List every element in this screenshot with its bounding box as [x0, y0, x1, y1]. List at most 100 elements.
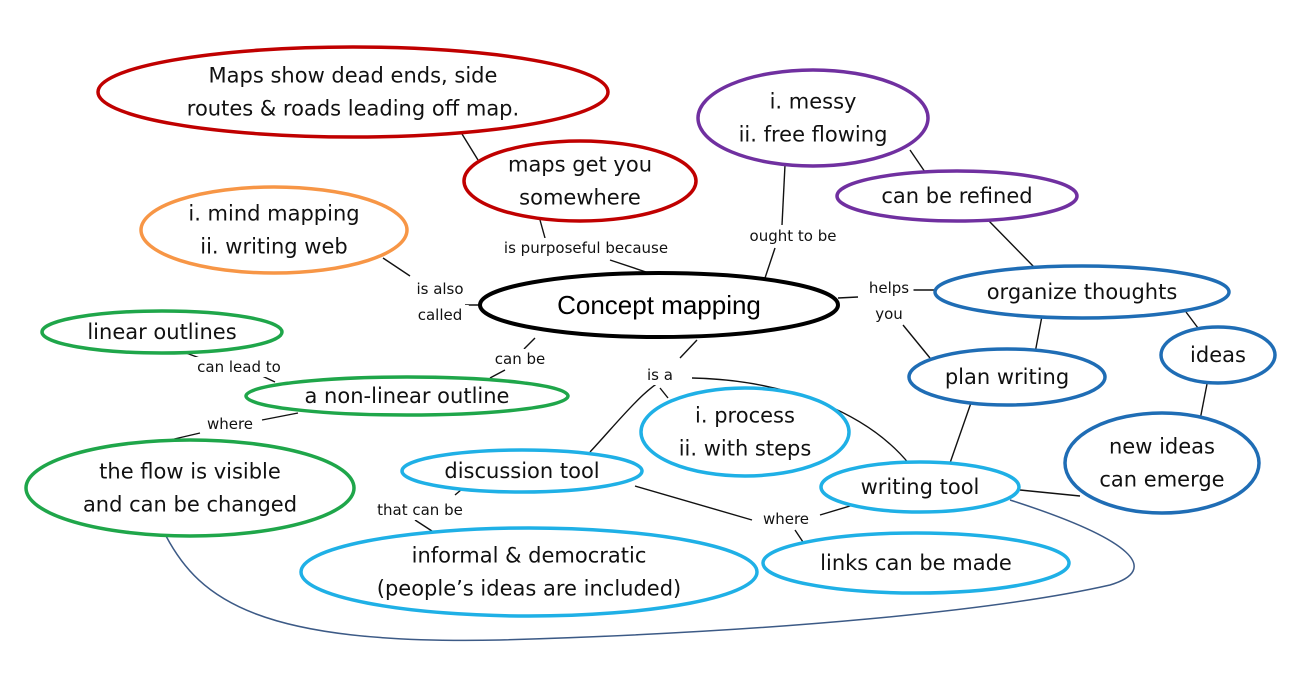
node-outline [819, 460, 1021, 514]
node-nonlinear: a non-linear outline [244, 375, 570, 417]
node-text-line: Concept mapping [557, 290, 761, 320]
connector-organize-plan [1034, 315, 1043, 354]
connector-mapsget-label [539, 219, 546, 239]
link-label-bg [492, 238, 680, 258]
node-outline [907, 347, 1107, 407]
node-text-line: and can be changed [83, 493, 297, 517]
node-text-line: ii. writing web [200, 235, 347, 259]
node-text-line: writing tool [861, 475, 980, 499]
node-organize: organize thoughts [933, 264, 1231, 320]
link-label-is-also-called: is also [416, 280, 463, 298]
link-label-bg [205, 414, 255, 434]
node-outline [696, 68, 930, 168]
node-refined: can be refined [835, 169, 1079, 223]
connector-central-isa [679, 339, 698, 359]
connector-messy-label [781, 164, 786, 226]
connector-curves [165, 499, 1135, 642]
link-label-where-bottom: where [763, 510, 809, 528]
link-label-bg [639, 365, 681, 385]
node-text-line: a non-linear outline [305, 384, 510, 408]
node-outline [244, 375, 570, 417]
node-outline [1063, 411, 1261, 515]
connector-central-helps [837, 296, 859, 299]
node-outline [478, 271, 840, 339]
node-text-line: links can be made [820, 551, 1012, 575]
node-new-ideas: new ideas can emerge [1063, 411, 1261, 515]
node-text-line: maps get you [508, 153, 652, 177]
node-text-line: Maps show dead ends, side [209, 64, 498, 88]
node-central: Concept mapping [478, 271, 840, 339]
node-text-line: (people’s ideas are included) [377, 577, 681, 601]
link-label-that-can-be: that can be [377, 501, 463, 519]
connector-label-central-2 [764, 247, 776, 279]
node-text-line: organize thoughts [987, 280, 1178, 304]
node-text-line: informal & democratic [412, 544, 647, 568]
node-text-line: discussion tool [444, 459, 599, 483]
node-text-line: new ideas [1109, 435, 1215, 459]
node-outline [761, 531, 1071, 595]
connector-messy-refined [909, 149, 926, 173]
link-label-bg [864, 278, 914, 298]
connector-isa-process [659, 387, 669, 399]
link-label-is-also-called: called [418, 306, 463, 324]
link-label-is-a: is a [647, 366, 673, 384]
node-text-line: i. messy [770, 90, 857, 114]
node-text-line: can be refined [881, 184, 1032, 208]
link-label-helps-you: helps [869, 279, 909, 297]
node-writing-tool: writing tool [819, 460, 1021, 514]
connector-ideas-newideas [1199, 383, 1208, 421]
link-label-bg [742, 226, 844, 246]
node-outline [96, 45, 610, 139]
node-text-line: can emerge [1099, 468, 1224, 492]
node-text-line: ii. free flowing [739, 123, 888, 147]
link-label-bg [873, 304, 905, 324]
node-text-line: ii. with steps [679, 437, 812, 461]
node-outline [835, 169, 1079, 223]
node-messy: i. messy ii. free flowing [696, 68, 930, 168]
node-outline [933, 264, 1231, 320]
connector-canbe-nonlinear [489, 369, 506, 379]
link-label-bg [491, 349, 549, 369]
connector-mindmapping-label [382, 257, 411, 277]
connector-organize-ideas [1185, 311, 1199, 329]
connector-central-canbe [523, 337, 536, 350]
node-process: i. process ii. with steps [639, 386, 851, 478]
node-outline [24, 438, 356, 538]
link-label-bg [761, 509, 811, 529]
node-outline [639, 386, 851, 478]
node-text-line: somewhere [519, 186, 641, 210]
node-links: links can be made [761, 531, 1071, 595]
node-outline [139, 185, 409, 275]
node-outline [299, 526, 759, 618]
node-text-line: the flow is visible [99, 460, 281, 484]
link-label-bg [369, 500, 471, 520]
node-linear: linear outlines [40, 309, 284, 355]
node-text-line: ideas [1190, 343, 1246, 367]
node-mind-mapping: i. mind mapping ii. writing web [139, 185, 409, 275]
node-text-line: i. process [695, 404, 795, 428]
connector-mapsshow-mapsget [461, 133, 479, 161]
link-label-bg [411, 305, 469, 325]
node-maps-show: Maps show dead ends, side routes & roads … [96, 45, 610, 139]
link-label-ought-to-be: ought to be [750, 227, 837, 245]
link-label-where-left: where [207, 415, 253, 433]
node-plan: plan writing [907, 347, 1107, 407]
node-outline [400, 448, 644, 494]
node-outline [1159, 325, 1277, 385]
link-label-can-be: can be [495, 350, 545, 368]
node-text-line: routes & roads leading off map. [187, 97, 519, 121]
node-outline [462, 139, 698, 223]
link-label-can-lead-to: can lead to [197, 358, 281, 376]
node-text-line: i. mind mapping [188, 202, 359, 226]
link-label-helps-you: you [875, 305, 903, 323]
link-label-bg [406, 279, 474, 299]
connector-refined-organize [987, 219, 1036, 269]
connector-discussion-where [634, 485, 753, 521]
node-outline [40, 309, 284, 355]
node-text-line: linear outlines [87, 320, 236, 344]
node-flow: the flow is visible and can be changed [24, 438, 356, 538]
node-informal: informal & democratic (people’s ideas are… [299, 526, 759, 618]
node-text-line: plan writing [945, 365, 1069, 389]
node-discussion: discussion tool [400, 448, 644, 494]
